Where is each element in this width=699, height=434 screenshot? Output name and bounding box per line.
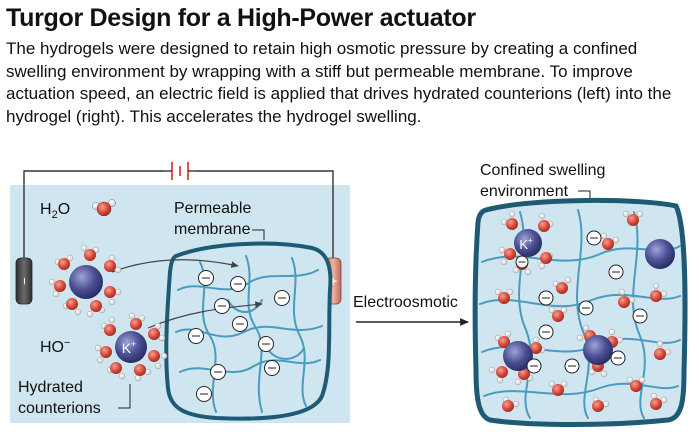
anion-icon <box>210 364 226 380</box>
figure-caption: The hydrogels were designed to retain hi… <box>6 39 672 126</box>
water-molecule-icon <box>622 210 644 226</box>
water-molecule-icon <box>128 312 146 330</box>
battery-icon <box>165 162 196 180</box>
cation-icons-right: K+ <box>488 210 675 386</box>
membrane-label-line1: Permeable <box>174 200 251 217</box>
water-molecule-icon <box>650 282 668 302</box>
anion-icon <box>578 300 594 316</box>
negative-electrode-symbol: − <box>17 277 32 285</box>
water-molecule-icon <box>592 396 610 412</box>
water-molecule-icon <box>498 246 516 266</box>
ion-flow-arrows <box>111 259 263 329</box>
anion-icon <box>232 316 248 332</box>
cation-label-right: K+ <box>519 236 533 252</box>
water-molecule-icon <box>530 336 546 354</box>
anion-icon <box>196 386 212 402</box>
water-molecule-icon <box>86 300 106 318</box>
cation-icon <box>514 229 542 257</box>
negative-electrode: − <box>15 257 33 305</box>
water-molecule-icon <box>54 254 74 270</box>
water-molecule-icon <box>538 212 554 232</box>
water-molecule-icon <box>654 340 672 360</box>
counterion-leader-line <box>118 384 131 409</box>
water-molecule-icon <box>650 392 668 410</box>
water-molecule-icon <box>62 298 82 316</box>
anion-icon <box>230 276 246 292</box>
anion-icon <box>258 336 274 352</box>
cation-label: K+ <box>122 339 137 356</box>
electroosmotic-label: Electroosmotic <box>353 294 458 311</box>
counterion-label-line2: counterions <box>18 400 101 417</box>
water-molecule-icon <box>500 210 518 230</box>
cation-icon <box>69 265 103 299</box>
hydrated-ion-cluster <box>576 324 624 378</box>
water-molecule-icon <box>600 232 620 250</box>
water-molecule-icon <box>48 278 66 298</box>
anion-icon <box>564 358 580 374</box>
water-molecule-icon <box>92 199 116 217</box>
anion-icon <box>264 360 280 376</box>
water-molecule-icon <box>104 286 122 306</box>
cation-icon <box>503 341 533 371</box>
water-molecule-icon <box>148 350 168 370</box>
water-molecule-icon <box>618 288 636 308</box>
water-molecules-right <box>494 210 672 412</box>
water-molecule-icon <box>548 306 568 322</box>
cation-icon <box>583 335 613 365</box>
counterion-label-line1: Hydrated <box>18 379 83 396</box>
water-molecule-icon <box>488 366 508 384</box>
water-molecule-icon <box>494 330 512 348</box>
anion-icon <box>608 264 624 280</box>
circuit-wire <box>23 170 334 258</box>
membrane-leader-line <box>252 229 265 240</box>
anion-icon <box>610 350 626 366</box>
water-molecule-icon <box>100 316 116 336</box>
anion-icon <box>214 298 230 314</box>
membrane-label-line2: membrane <box>174 221 251 238</box>
water-molecule-icon <box>502 396 520 412</box>
water-molecule-icon <box>80 244 100 261</box>
water-label: H2O <box>40 201 70 221</box>
water-molecule-icon <box>552 276 572 294</box>
anion-icon <box>586 230 602 246</box>
positive-electrode-symbol: + <box>329 273 337 289</box>
hydrated-ion-cluster <box>488 330 546 386</box>
water-molecule-icon <box>104 254 122 274</box>
anion-icon <box>515 255 529 269</box>
water-molecule-icon <box>148 322 166 342</box>
anion-icons-right <box>515 230 648 374</box>
hydroxide-label: HO− <box>40 337 70 356</box>
water-molecule-icon <box>626 376 646 392</box>
anion-icon <box>632 308 648 324</box>
water-molecule-icon <box>538 252 554 270</box>
hydrated-ion-cluster-k: K+ <box>94 312 168 382</box>
anion-icon <box>538 290 554 306</box>
figure-title: Turgor Design for a High-Power actuator <box>6 4 476 32</box>
water-molecule-icon <box>134 364 152 382</box>
cation-icon <box>645 239 675 269</box>
anion-icon <box>188 328 204 344</box>
water-molecule-icon <box>106 362 126 380</box>
anion-icons-left <box>188 270 290 402</box>
anion-icon <box>526 358 542 374</box>
anion-icon <box>274 290 290 306</box>
anion-icon <box>198 270 214 286</box>
env-label-line2: environment <box>480 183 569 200</box>
hydrated-ion-cluster <box>48 244 122 318</box>
cation-icon <box>115 331 147 363</box>
anion-icon <box>538 324 554 340</box>
water-molecule-icon <box>94 344 112 364</box>
water-molecule-icon <box>548 380 568 396</box>
water-molecule-icon <box>494 288 514 304</box>
water-molecule-icon <box>514 368 534 386</box>
env-label-line1: Confined swelling <box>480 162 605 179</box>
